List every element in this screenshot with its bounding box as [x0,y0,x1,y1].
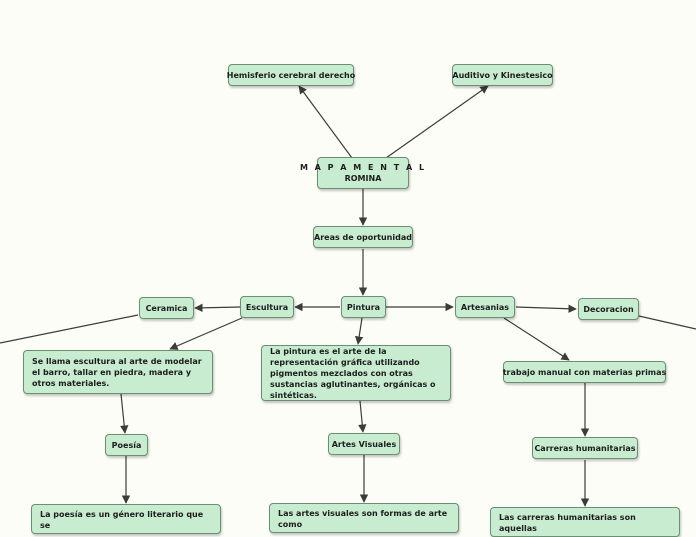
carreras-desc-node[interactable]: Las carreras humanitarias son aquellas [490,507,680,537]
pintura-node[interactable]: Pintura [341,296,386,318]
link-pintura-desc [354,317,364,345]
escultura-desc-text: Se llama escultura al arte de modelar el… [32,356,202,388]
pintura-desc-text: La pintura es el arte de la representaci… [270,346,436,400]
artes-visuales-desc-node[interactable]: Las artes visuales son formas de arte co… [269,503,459,533]
artesanias-node[interactable]: Artesanias [455,296,515,318]
mind-map-canvas: Hemisferio cerebral derecho Auditivo y K… [0,64,696,537]
trabajo-manual-label: trabajo manual con materias primas [502,367,667,377]
areas-label: Areas de oportunidad [314,232,412,242]
ceramica-label: Ceramica [145,303,188,313]
link-root-auditivo [385,85,489,159]
poesia-label: Poesía [111,440,142,450]
areas-node[interactable]: Areas de oportunidad [313,226,413,248]
link-escultura-desc-poesia [120,393,129,434]
hemisferio-node[interactable]: Hemisferio cerebral derecho [226,64,356,86]
carreras-label: Carreras humanitarias [534,443,636,453]
artes-visuales-label: Artes Visuales [331,439,397,449]
pintura-label: Pintura [346,302,381,312]
escultura-node[interactable]: Escultura [240,296,294,318]
link-escultura-desc [169,317,243,350]
escultura-label: Escultura [245,302,289,312]
root-title-line1: M A P A M E N T A L [299,163,427,172]
link-root-hemisferio [298,85,353,159]
hemisferio-label: Hemisferio cerebral derecho [226,70,356,80]
carreras-desc-text: Las carreras humanitarias son aquellas [499,513,636,533]
link-decoracion-offscreen [638,315,696,330]
auditivo-label: Auditivo y Kinestesico [452,70,553,80]
link-pintura-desc-artes [358,400,367,433]
link-escultura-ceramica [194,303,241,313]
trabajo-manual-node[interactable]: trabajo manual con materias primas [503,361,666,383]
link-artesanias-decoracion [515,304,577,313]
decoracion-label: Decoracion [583,304,634,314]
poesia-desc-node[interactable]: La poesía es un género literario que se [31,504,221,534]
root-node[interactable]: M A P A M E N T A L ROMINA [300,157,424,189]
decoracion-node[interactable]: Decoracion [578,298,639,320]
ceramica-node[interactable]: Ceramica [139,297,194,319]
poesia-desc-text: La poesía es un género literario que se [40,510,204,530]
artesanias-label: Artesanias [460,302,510,312]
connector-layer [0,85,696,507]
poesia-node[interactable]: Poesía [105,434,148,456]
artes-visuales-desc-text: Las artes visuales son formas de arte co… [278,509,448,529]
link-ceramica-offscreen [0,314,139,344]
root-title-line2: ROMINA [344,174,382,183]
artes-visuales-node[interactable]: Artes Visuales [328,433,400,455]
pintura-desc-node[interactable]: La pintura es el arte de la representaci… [261,345,451,401]
link-artesanias-trabajo [503,317,570,361]
carreras-node[interactable]: Carreras humanitarias [532,437,638,459]
escultura-desc-node[interactable]: Se llama escultura al arte de modelar el… [23,350,213,394]
auditivo-node[interactable]: Auditivo y Kinestesico [452,64,553,86]
